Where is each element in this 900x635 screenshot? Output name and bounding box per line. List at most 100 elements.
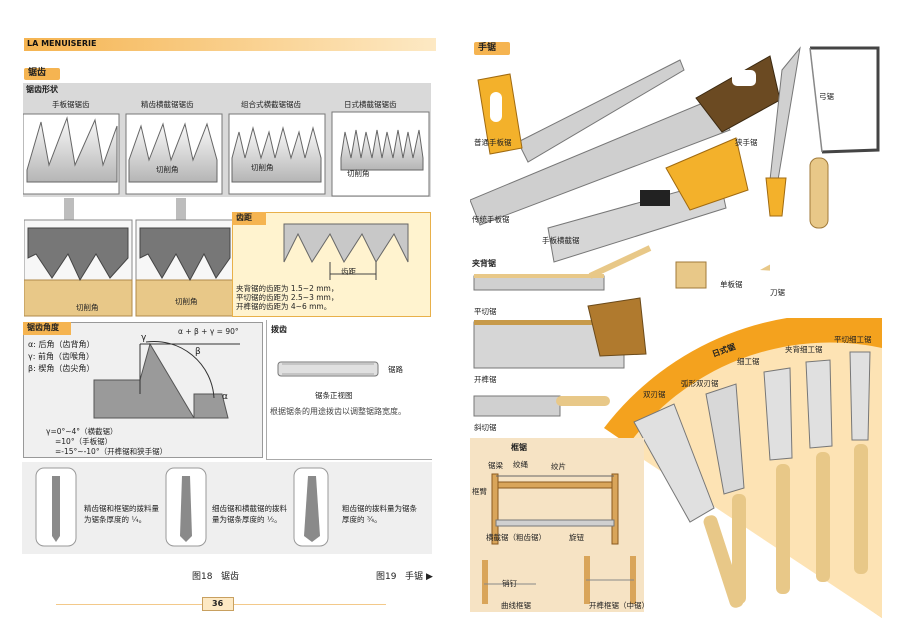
alpha-symbol: α [222,392,228,402]
label-flush-saw: 平切锯 [474,307,497,316]
label-frame-arm: 框臂 [472,487,487,496]
label-crosscut-frame: 横截锯（粗齿锯） [486,533,546,542]
tooth-type-1: 手板锯锯齿 [52,100,90,109]
flush-saw [473,245,652,291]
angle-value-1: γ=0°~4°（横截锯） [46,427,118,436]
fine-saw-blade [763,367,793,461]
pitch-note-3: 开榫锯的齿距为 4~6 mm。 [236,302,332,311]
pitch-diagram [283,223,409,280]
pitch-note-2: 平切锯的齿距为 2.5~3 mm， [236,293,339,302]
angle-title: 锯齿角度 [27,323,59,332]
blade-saw [760,264,770,271]
pitch-label: 齿距 [341,267,356,276]
crosscut-hand-saw [547,137,749,263]
hand-saws-illustration [470,46,880,263]
set-note-3: 粗齿锯的拨料量为锯条厚度的 ¾。 [342,504,417,524]
angle-value-3: =-15°~-10°（开榫锯和狭手锯） [55,447,168,456]
label-narrow-saw: 狭手锯 [735,138,758,147]
kerf-label: 锯路 [388,365,403,374]
angle-title-bg [23,322,71,335]
page-number: 36 [212,599,224,608]
tooth-diagram-4 [331,111,430,197]
label-dovetail-saw: 斜切锯 [474,423,497,432]
label-back-fine-saw: 夹背细工锯 [785,345,823,354]
label-bow-saw: 弓锯 [819,92,834,101]
page-number-box [202,597,234,611]
angle-diagram [93,340,240,419]
wood-cut-diagrams [24,198,234,317]
label-crosscut-hand-saw: 手板横截锯 [542,236,580,245]
section-title-bg [24,68,60,80]
cut-angle-label-2: 切削角 [251,163,274,172]
right-section-title: 手锯 [478,43,497,53]
set-diagrams [35,467,329,547]
label-frame-saw-title: 框锯 [511,443,527,452]
pitch-title: 齿距 [236,213,252,222]
single-saw [675,261,707,289]
blade-front-view [277,361,379,377]
angle-alpha: α: 后角（齿背角） [28,340,95,349]
right-title-bg [474,42,510,55]
cut-angle-label-4: 切削角 [76,303,99,312]
figure-18-caption: 图18 锯齿 [192,572,240,582]
set-note: 根据锯条的用途拨齿以调整锯路宽度。 [270,407,406,416]
angle-formula: α + β + γ = 90° [178,327,239,336]
tooth-diagram-1 [23,113,120,195]
label-twine: 绞绳 [513,460,528,469]
figure-19-caption: 图19 手锯 ▶ [376,572,433,582]
label-frame-beam: 锯梁 [488,461,503,470]
label-back-saw-title: 夹背锯 [472,259,496,268]
label-blade-saw: 刀锯 [770,288,785,297]
double-saw-blade [633,403,715,523]
label-double-saw: 双刃锯 [643,390,666,399]
label-flush-fine-saw: 平切细工锯 [834,335,872,344]
running-header-bar [24,38,436,51]
pitch-title-bg [232,212,266,225]
label-normal-hand-saw: 普通手板锯 [474,138,512,147]
label-curved-double-saw: 弧形双刃锯 [681,379,719,388]
cut-angle-label-1: 切削角 [156,165,179,174]
label-curve-frame: 曲线框锯 [501,601,531,610]
label-tenon-frame: 开榫框锯（中锯） [589,601,649,610]
label-tenon-saw: 开榫锯 [474,375,497,384]
label-fine-saw: 细工锯 [737,357,760,366]
angle-gamma: γ: 前角（齿喉角） [28,352,94,361]
tooth-diagram-2 [125,113,223,195]
back-saws-illustration [473,245,770,417]
curved-double-saw-blade [705,383,745,495]
back-fine-saw-blade [805,359,833,449]
narrow-saw-blade [470,55,781,226]
flush-fine-saw-blade [849,351,871,441]
blade-front-view-label: 锯条正视图 [315,391,353,400]
tenon-saw [473,297,647,369]
tooth-diagram-3 [228,113,326,195]
normal-hand-saw [477,59,685,163]
running-header: LA MENUISERIE [27,39,97,48]
set-note-2: 细齿锯和横截锯的拨料量为锯条厚度的 ½。 [212,504,287,524]
set-title: 拨齿 [271,325,287,334]
bow-saw [809,46,880,229]
label-traditional-hand-saw: 传统手板锯 [472,215,510,224]
gamma-symbol: γ [141,333,147,343]
angle-beta: β: 楔角（齿尖角） [28,364,95,373]
pitch-note-1: 夹背锯的齿距为 1.5~2 mm， [236,284,339,293]
section-title: 锯齿 [28,68,47,78]
japanese-saw-fan [604,318,882,618]
set-note-1: 精齿锯和框锯的拨料量为锯条厚度的 ¼。 [84,504,159,524]
beta-symbol: β [195,347,201,357]
frame-saw-illustration [482,473,636,604]
label-pin: 销钉 [502,579,517,588]
dovetail-saw [473,395,610,417]
tooth-type-3: 组合式横截锯锯齿 [241,100,301,109]
cut-angle-label-3: 切削角 [347,169,370,178]
set-notes-band [22,462,432,554]
set-box [266,320,432,460]
tooth-type-4: 日式横截锯锯齿 [344,100,397,109]
label-twist-stick: 绞片 [551,462,566,471]
label-turn-handle: 旋钮 [569,533,584,542]
tooth-shape-diagrams [23,111,430,197]
angle-value-2: =10°（手板锯） [55,437,113,446]
narrow-small-saw [765,46,801,217]
label-single-saw: 单板锯 [720,280,743,289]
tooth-shape-title: 锯齿形状 [26,85,58,94]
